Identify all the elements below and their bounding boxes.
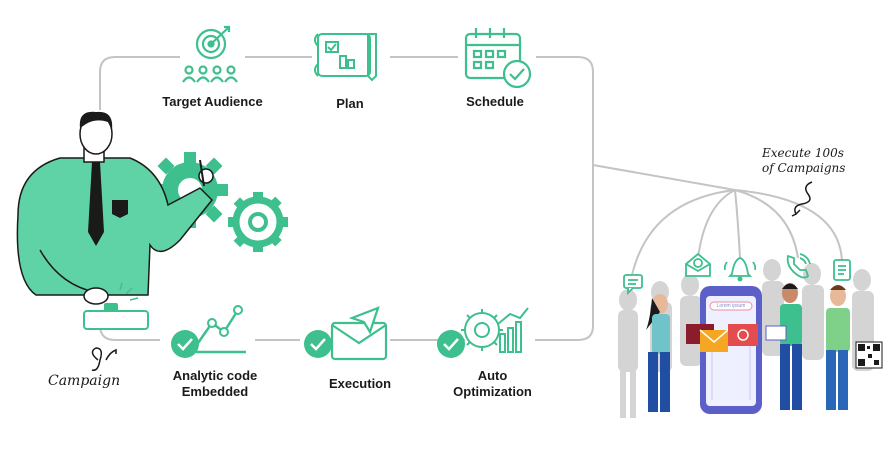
marketer-illustration bbox=[16, 111, 288, 330]
email-icon bbox=[685, 252, 711, 277]
step-label-plan: Plan bbox=[336, 96, 364, 111]
execute-note-line2: of Campaigns bbox=[762, 161, 846, 175]
step-label-analytic-line1: Analytic code bbox=[172, 368, 258, 383]
campaign-label: Campaign bbox=[48, 373, 121, 389]
campaign-doodle bbox=[91, 347, 117, 372]
sms-icon bbox=[833, 259, 851, 281]
plan-blueprint-icon bbox=[314, 33, 377, 82]
step-label-execution: Execution bbox=[315, 376, 405, 392]
check-icon-execution bbox=[304, 330, 332, 358]
step-label-analytic-code: Analytic code Embedded bbox=[160, 368, 270, 400]
calendar-check-icon bbox=[464, 28, 532, 89]
check-icon-analytics bbox=[171, 330, 199, 358]
step-label-auto-line1: Auto bbox=[477, 368, 508, 383]
execute-note-line1: Execute 100s bbox=[762, 146, 844, 160]
phone-call-icon bbox=[786, 253, 811, 279]
qr-code-icon bbox=[855, 341, 883, 369]
send-envelope-icon bbox=[330, 306, 388, 361]
step-label-schedule: Schedule bbox=[466, 94, 524, 109]
target-audience-icon bbox=[182, 25, 238, 83]
step-label-execution-line1: Execution bbox=[328, 376, 392, 391]
execute-campaigns-note: Execute 100s of Campaigns bbox=[762, 146, 845, 176]
analytics-chart-icon bbox=[196, 305, 246, 354]
step-label-auto-optimization: Auto Optimization bbox=[440, 368, 545, 400]
step-label-analytic-line2: Embedded bbox=[181, 384, 249, 399]
chat-icon bbox=[623, 274, 643, 296]
step-label-target-audience: Target Audience bbox=[162, 94, 263, 109]
gear-small-icon bbox=[228, 192, 288, 252]
step-label-auto-line2: Optimization bbox=[453, 384, 532, 399]
bell-icon bbox=[723, 257, 757, 282]
squiggle-arrow bbox=[791, 181, 813, 217]
check-icon-optimization bbox=[437, 330, 465, 358]
audience-crowd-illustration bbox=[618, 259, 883, 418]
flow-connector-lines bbox=[99, 56, 843, 341]
auto-optimization-icon bbox=[461, 307, 529, 353]
phone-search-field: Lorem ipsum bbox=[716, 303, 746, 309]
